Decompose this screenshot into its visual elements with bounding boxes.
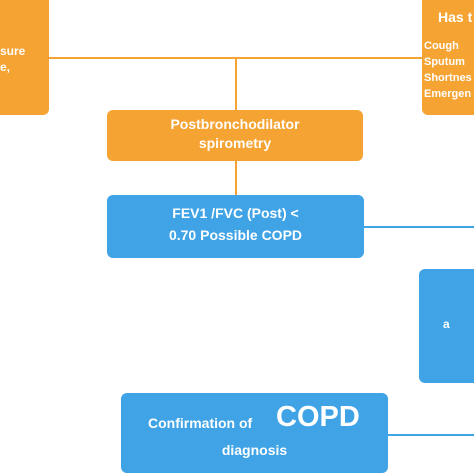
confirmation-diagnosis: diagnosis: [221, 442, 288, 458]
confirmation-copd: COPD: [276, 401, 360, 433]
spirometry-line-2: spirometry: [198, 135, 272, 151]
fev-line-1: FEV1 /FVC (Post) <: [172, 205, 299, 221]
confirmation-box: Confirmation of COPD diagnosis: [121, 393, 388, 473]
right-middle-text: a: [443, 317, 450, 331]
connector-confirm-right: [387, 434, 474, 436]
right-box-line-1: Cough: [424, 40, 459, 52]
left-box-line-1: sure: [0, 44, 26, 58]
connector-fev-right: [364, 226, 474, 228]
left-box-line-2: e,: [0, 60, 11, 74]
connector-top-vertical: [235, 57, 237, 111]
right-box-line-4: Emergen: [424, 88, 472, 100]
right-box-line-3: Shortnes: [424, 72, 472, 84]
left-criteria-box: sure e,: [0, 0, 49, 115]
right-box-title: Has t: [438, 9, 473, 25]
connector-top-horizontal: [48, 57, 426, 59]
spirometry-line-1: Postbronchodilator: [170, 116, 300, 132]
fev-fvc-box: FEV1 /FVC (Post) < 0.70 Possible COPD: [107, 195, 364, 258]
right-box-line-2: Sputum: [424, 56, 465, 68]
right-symptoms-box: Has t Cough Sputum Shortnes Emergen: [422, 0, 474, 115]
fev-line-2: 0.70 Possible COPD: [168, 227, 303, 243]
spirometry-box: Postbronchodilator spirometry: [107, 110, 363, 161]
connector-spiro-to-fev: [235, 160, 237, 196]
confirmation-prefix: Confirmation of: [148, 415, 253, 431]
right-middle-box: a: [419, 269, 474, 383]
